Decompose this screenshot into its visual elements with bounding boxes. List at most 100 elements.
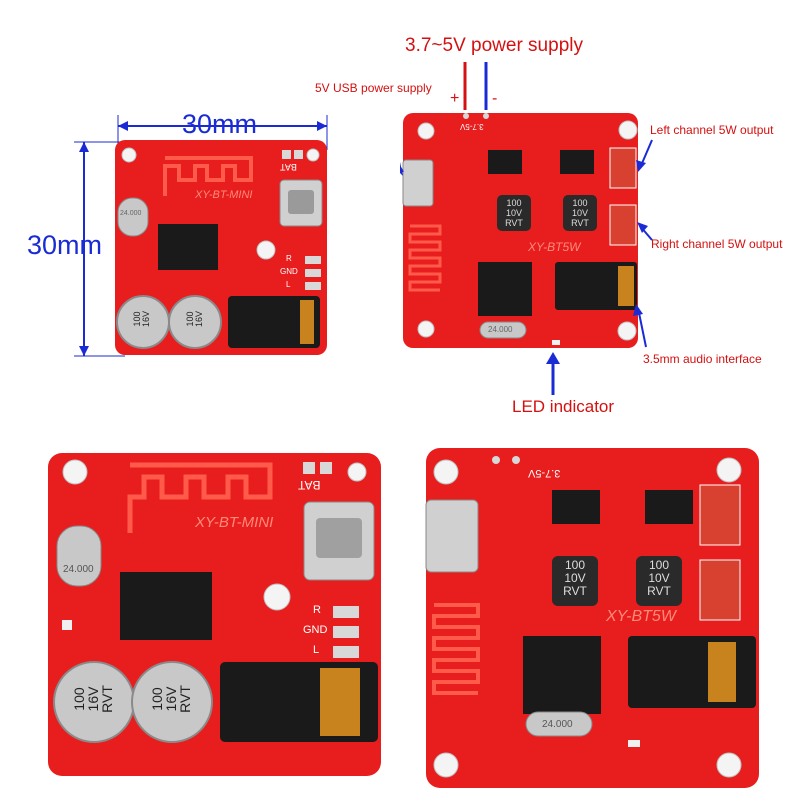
- audio-jack-contact: [708, 642, 736, 702]
- capacitor: [636, 556, 682, 606]
- usb-port: [288, 190, 314, 214]
- left-output-callout-arrowhead: [636, 160, 646, 172]
- capacitor-label: 100 16V: [132, 297, 151, 341]
- bat-label: BAT: [298, 478, 321, 492]
- crystal-label: 24.000: [120, 210, 142, 217]
- mount-hole: [433, 459, 459, 485]
- capacitor-brand: RVT: [647, 584, 671, 598]
- mount-hole: [417, 320, 435, 338]
- capacitor-voltage: 16V: [85, 686, 101, 712]
- mount-hole: [618, 120, 638, 140]
- capacitor-voltage: 10V: [571, 208, 588, 218]
- capacitor-label: 100 16V RVT: [71, 666, 115, 732]
- right-output-label: Right channel 5W output: [651, 237, 783, 251]
- mount-hole: [433, 752, 459, 778]
- mount-hole: [263, 583, 291, 611]
- capacitor-value: 100: [648, 558, 670, 572]
- pin-pad: [333, 606, 359, 618]
- capacitor-voltage: 10V: [648, 571, 670, 585]
- capacitor-value: 100: [149, 687, 165, 711]
- width-label: 30mm: [182, 109, 258, 139]
- positive-label: +: [450, 90, 460, 107]
- capacitor-brand: RVT: [505, 218, 523, 228]
- power-pad: [483, 113, 489, 119]
- pin-pad: [305, 256, 321, 264]
- height-arrow-bottom: [79, 346, 89, 356]
- capacitor: [168, 295, 222, 349]
- pad: [282, 150, 291, 159]
- left-output-terminal: [699, 484, 741, 546]
- micro-usb-connector: [425, 499, 479, 573]
- pin-label-l: L: [313, 644, 320, 656]
- right-output-terminal: [699, 559, 741, 621]
- power-pad: [512, 456, 520, 464]
- usb-power-label: 5V USB power supply: [315, 81, 432, 95]
- amplifier-chip-right: [645, 490, 693, 524]
- bottom-left-board-drawing: [48, 453, 381, 776]
- led-indicator: [552, 340, 560, 345]
- pin-label-r: R: [286, 254, 292, 263]
- mount-hole: [617, 321, 637, 341]
- width-arrow-right: [317, 121, 327, 131]
- capacitor: [497, 195, 531, 231]
- pcb-antenna: [127, 462, 273, 533]
- capacitor-brand: RVT: [563, 584, 587, 598]
- board-model-label: XY-BT5W: [528, 240, 581, 254]
- bluetooth-chip: [120, 572, 212, 640]
- mount-hole: [256, 240, 276, 260]
- audio-jack: [628, 636, 756, 708]
- led-indicator: [628, 740, 640, 747]
- power-pad: [463, 113, 469, 119]
- board-model-label: XY-BT-MINI: [195, 514, 274, 531]
- capacitor-voltage: 10V: [564, 571, 586, 585]
- pin-pad: [305, 269, 321, 277]
- top-left-board-figure: 30mm 30mm XY-BT-MINI 24.000 BAT R GND L …: [0, 0, 400, 400]
- left-output-terminal: [609, 147, 637, 189]
- bat-label: BAT: [280, 162, 297, 172]
- right-output-callout-arrowhead: [637, 222, 648, 233]
- amplifier-chip-right: [560, 150, 594, 174]
- bottom-right-board-figure: XY-BT5W 3.7-5V 24.000 100 10V RVT 100 10…: [400, 440, 800, 800]
- capacitor: [552, 556, 598, 606]
- negative-label: -: [492, 90, 498, 107]
- voltage-label: 3.7-5V: [460, 122, 484, 131]
- pin-pad: [333, 626, 359, 638]
- pin-label-r: R: [313, 604, 321, 616]
- pcb-antenna: [163, 156, 253, 196]
- bluetooth-chip: [158, 224, 218, 270]
- capacitor-label: 100 10V RVT: [563, 198, 597, 228]
- pad: [303, 462, 315, 474]
- crystal-label: 24.000: [488, 325, 513, 334]
- bottom-right-board-drawing: [425, 448, 759, 788]
- capacitor-voltage: 16V: [163, 686, 179, 712]
- board-model-label: XY-BT5W: [606, 608, 676, 625]
- led-indicator: [62, 620, 72, 630]
- amplifier-chip-left: [552, 490, 600, 524]
- led-indicator-label: LED indicator: [512, 397, 615, 416]
- capacitor-brand: RVT: [99, 685, 115, 713]
- capacitor-label: 100 16V: [185, 297, 204, 341]
- right-output-terminal: [609, 204, 637, 246]
- capacitor-value: 100: [564, 558, 586, 572]
- crystal-oscillator: [479, 321, 527, 339]
- pin-label-l: L: [286, 280, 291, 289]
- audio-jack-contact: [320, 668, 360, 736]
- left-output-label: Left channel 5W output: [650, 123, 774, 137]
- board-model-label: XY-BT-MINI: [195, 189, 253, 201]
- voltage-label: 3.7-5V: [528, 467, 561, 479]
- led-callout-arrowhead: [546, 352, 560, 364]
- capacitor-value: 100: [506, 198, 522, 208]
- audio-jack: [228, 296, 320, 348]
- crystal-oscillator: [117, 197, 149, 237]
- mount-hole: [62, 459, 88, 485]
- pin-label-gnd: GND: [280, 267, 298, 276]
- height-label: 30mm: [27, 230, 103, 260]
- capacitor-value: 100: [71, 687, 87, 711]
- mount-hole: [306, 148, 320, 162]
- power-pad: [492, 456, 500, 464]
- width-arrow-left: [118, 121, 128, 131]
- capacitor-label: 100 16V RVT: [149, 666, 193, 732]
- usb-callout-arrow: [361, 103, 404, 173]
- mount-hole: [716, 457, 742, 483]
- audio-interface-label: 3.5mm audio interface: [643, 352, 762, 366]
